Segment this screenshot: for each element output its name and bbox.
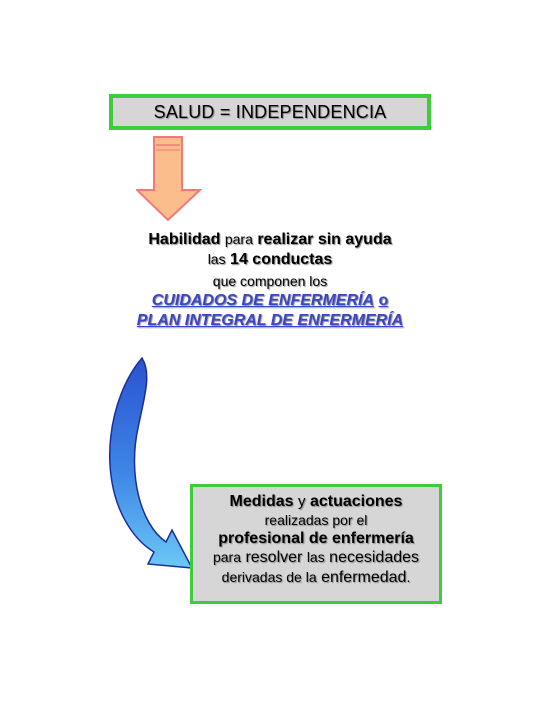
actions-line-4: para resolver las necesidades <box>212 549 420 567</box>
actions-line-1: Medidas y actuaciones <box>229 493 403 510</box>
actions-line-5: derivadas de la enfermedad. <box>221 568 411 586</box>
actions-box: Medidas y actuaciones realizadas por el … <box>190 484 442 604</box>
definition-text: Habilidad para realizar sin ayuda las 14… <box>100 232 440 329</box>
title-box: SALUD = INDEPENDENCIA <box>109 94 431 130</box>
actions-line-3: profesional de enfermería <box>218 529 414 547</box>
page-title: SALUD = INDEPENDENCIA <box>153 101 387 122</box>
integral-plan-link[interactable]: PLAN INTEGRAL DE ENFERMERÍA <box>136 312 404 329</box>
curved-arrow-icon <box>109 356 194 569</box>
nursing-care-link[interactable]: CUIDADOS DE ENFERMERÍA o <box>151 292 389 309</box>
down-arrow-icon <box>136 136 202 222</box>
definition-line-1: Habilidad para realizar sin ayuda <box>148 231 392 248</box>
definition-line-3: que componen los <box>212 273 328 289</box>
definition-line-2: las 14 conductas <box>207 251 333 268</box>
actions-line-2: realizadas por el <box>264 511 368 528</box>
